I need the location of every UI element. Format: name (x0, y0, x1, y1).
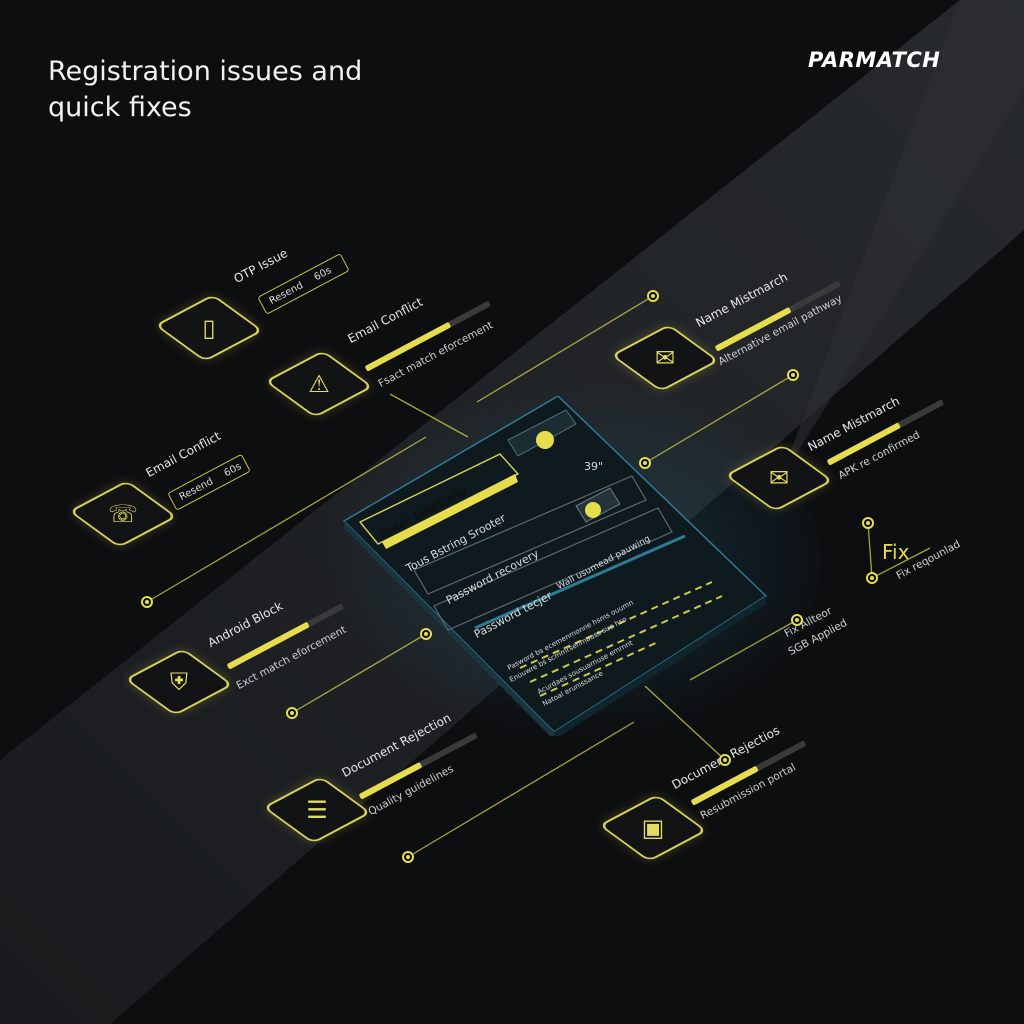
mail-icon: ✉ (654, 344, 676, 372)
page-title: Registration issues and quick fixes (48, 56, 363, 123)
node-dot[interactable] (719, 754, 731, 766)
node-dot[interactable] (639, 457, 651, 469)
mail-icon: ✉ (768, 464, 790, 492)
registration-form-panel (342, 396, 768, 736)
document-icon: ☰ (306, 796, 328, 824)
fix-title: Fix (882, 540, 910, 564)
phone-icon: ▯ (202, 314, 216, 342)
node-dot[interactable] (791, 614, 803, 626)
toggle-knob-top[interactable] (536, 431, 554, 449)
brand-logo: PARMATCH (808, 48, 941, 72)
toggle-knob-mid[interactable] (585, 502, 601, 518)
node-dot[interactable] (787, 369, 799, 381)
node-dot[interactable] (647, 290, 659, 302)
node-dot[interactable] (286, 707, 298, 719)
warning-icon: ⚠ (308, 370, 330, 398)
node-dot[interactable] (402, 851, 414, 863)
form-timer: 39" (584, 460, 604, 473)
node-dot[interactable] (866, 572, 878, 584)
id-card-icon: ▣ (641, 814, 665, 842)
call-icon: ☏ (107, 500, 139, 528)
node-dot[interactable] (862, 517, 874, 529)
countdown-label: 60s (222, 460, 244, 479)
node-dot[interactable] (420, 628, 432, 640)
shield-icon: ⛨ (170, 668, 188, 696)
node-dot[interactable] (141, 596, 153, 608)
countdown-label: 60s (312, 264, 334, 283)
